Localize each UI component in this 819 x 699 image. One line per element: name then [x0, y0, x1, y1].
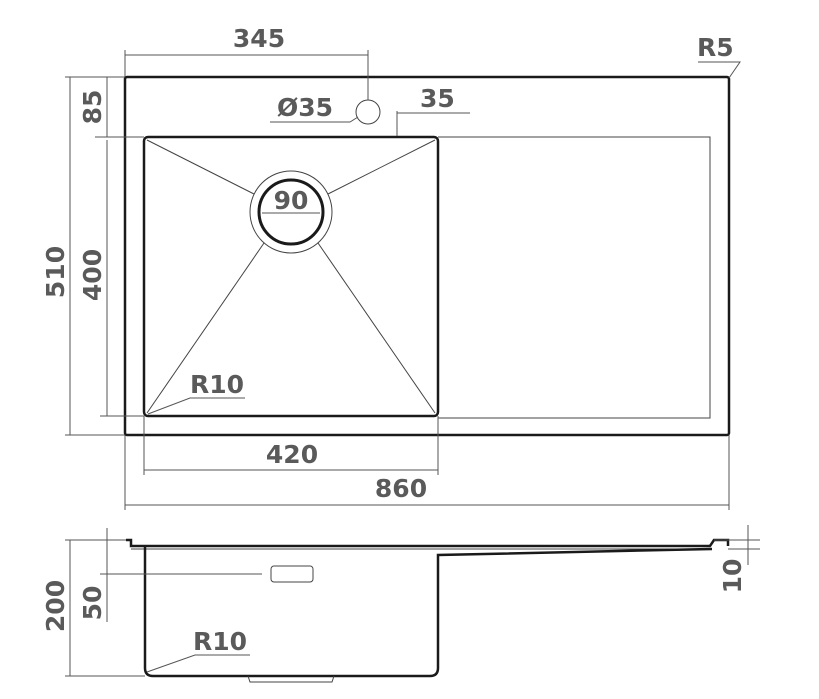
drain-inner-ring	[257, 178, 325, 246]
dim-420-label: 420	[266, 440, 318, 469]
tap-hole	[355, 99, 381, 125]
bowl-slope-line	[146, 242, 265, 414]
side-bowl-profile	[143, 546, 713, 678]
dim-d35-label: Ø35	[277, 93, 333, 122]
dim-r10-leader	[147, 397, 245, 415]
drainboard-outline	[438, 136, 711, 419]
dim-50-label: 50	[78, 586, 107, 621]
side-drain	[247, 675, 335, 683]
dim-510-label: 510	[41, 246, 70, 298]
bowl-outline	[142, 135, 440, 418]
tap-hole-leader	[270, 116, 359, 123]
dim-r10-side-label: R10	[193, 627, 247, 656]
dim-r5-label: R5	[697, 33, 734, 62]
dim-r5-leader	[698, 61, 741, 79]
dim-200-label: 200	[41, 580, 70, 632]
bowl-slope-line	[146, 139, 255, 195]
dim-r10-side-leader	[146, 654, 250, 673]
dim-400-label: 400	[78, 249, 107, 301]
side-rim	[126, 538, 730, 548]
drain-outer-ring	[249, 170, 333, 254]
dim-90-label: 90	[274, 186, 309, 215]
bowl-slope-line	[317, 242, 436, 414]
dim-85-label: 85	[78, 90, 107, 125]
dim-35-label: 35	[420, 84, 455, 113]
dim-860-label: 860	[375, 474, 427, 503]
bowl-slope-line	[327, 139, 436, 195]
dim-10-label: 10	[718, 559, 747, 594]
overflow-slot	[270, 565, 314, 583]
sink-outline	[123, 75, 731, 437]
side-view: 200 50 R10 10	[41, 525, 760, 683]
dim-r10-label: R10	[190, 370, 244, 399]
top-view: 90 Ø35 35 345 R5 85 510 400 R10	[41, 24, 741, 510]
dim-345-label: 345	[233, 24, 285, 53]
